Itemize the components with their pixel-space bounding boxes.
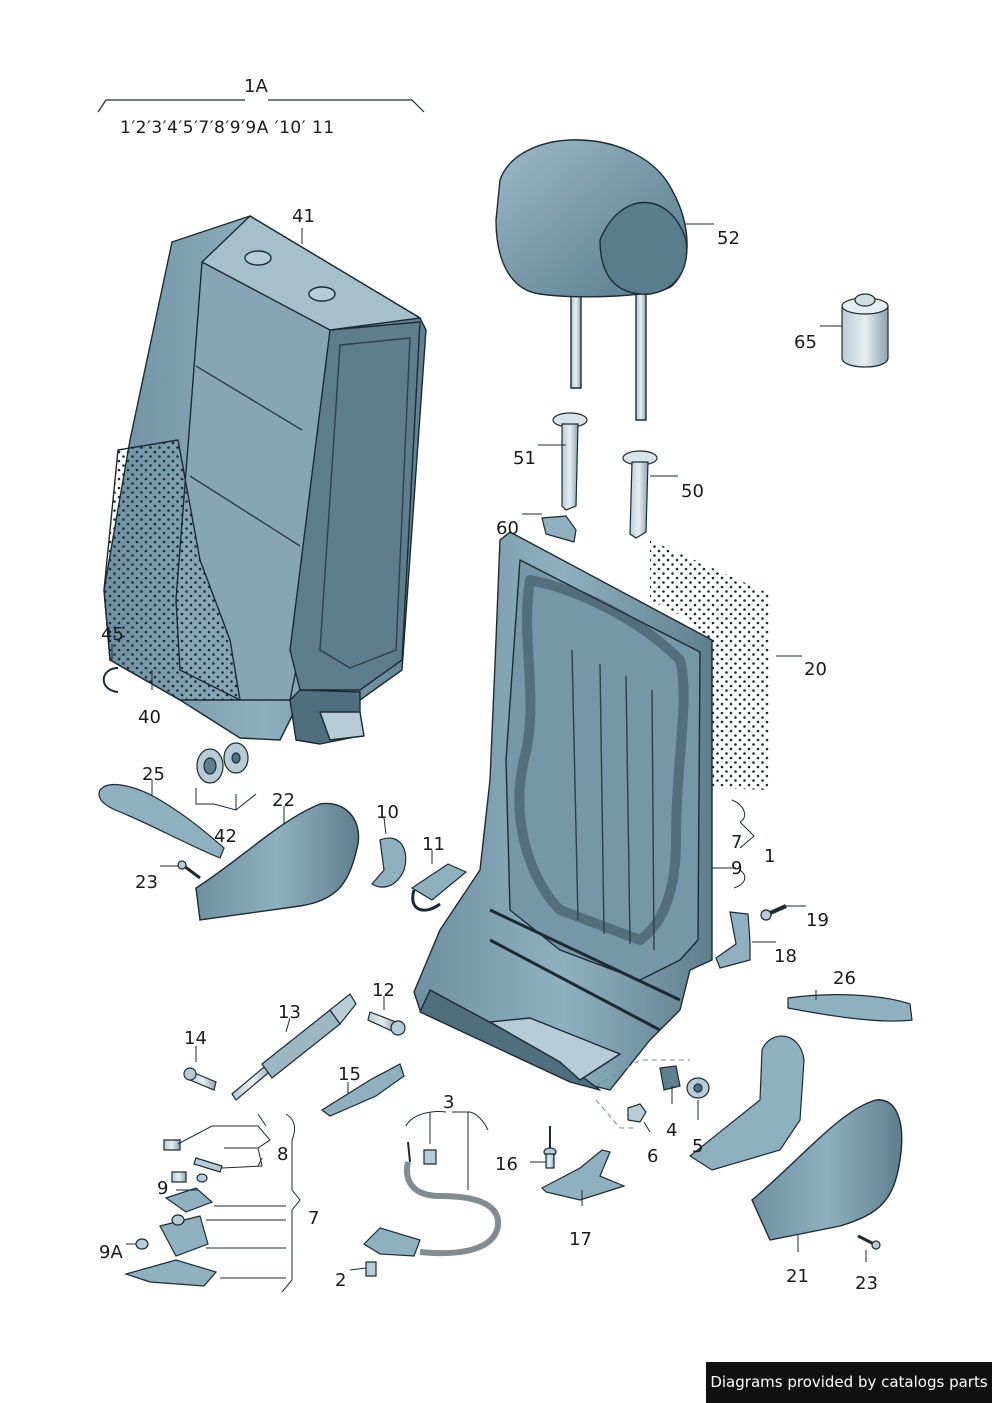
screw-23-left[interactable] (178, 861, 200, 878)
clip-4[interactable] (660, 1066, 680, 1090)
callout-21[interactable]: 21 (786, 1266, 809, 1287)
callout-25[interactable]: 25 (142, 764, 165, 785)
callout-50[interactable]: 50 (681, 481, 704, 502)
callout-60[interactable]: 60 (496, 518, 519, 539)
callout-6[interactable]: 6 (647, 1146, 659, 1167)
bracket-18[interactable] (715, 911, 751, 969)
callout-9-upper[interactable]: 9 (731, 858, 743, 879)
callout-22[interactable]: 22 (272, 790, 295, 811)
group-sequence: 1′2′3′4′5′7′8′9′9A ′10′ 11 (120, 118, 335, 138)
rivet-16[interactable] (544, 1126, 556, 1168)
washer-5[interactable] (687, 1078, 709, 1098)
callout-19[interactable]: 19 (806, 910, 829, 931)
plate-15[interactable] (320, 1063, 405, 1117)
bracket-17[interactable] (540, 1149, 626, 1201)
callout-15[interactable]: 15 (338, 1064, 361, 1085)
cap-10[interactable] (371, 837, 407, 888)
footer-credit: Diagrams provided by catalogs parts (706, 1362, 992, 1403)
callout-5[interactable]: 5 (692, 1136, 704, 1157)
cylinder-65[interactable] (842, 294, 888, 367)
side-bracket[interactable] (688, 1035, 805, 1171)
callout-9-lower[interactable]: 9 (157, 1178, 169, 1199)
callout-12[interactable]: 12 (372, 980, 395, 1001)
callout-23-right[interactable]: 23 (855, 1273, 878, 1294)
clip-45[interactable] (102, 667, 119, 693)
handle-11[interactable] (412, 864, 466, 910)
callout-20[interactable]: 20 (804, 659, 827, 680)
callout-14[interactable]: 14 (184, 1028, 207, 1049)
panel-20[interactable] (650, 540, 770, 790)
mechanism-parts[interactable] (126, 1140, 222, 1286)
screw-19[interactable] (761, 906, 786, 920)
strap-25[interactable] (98, 783, 225, 859)
gas-spring-13[interactable] (232, 994, 356, 1100)
callout-4[interactable]: 4 (666, 1120, 678, 1141)
group-bracket-1a (97, 99, 425, 113)
callout-8[interactable]: 8 (277, 1144, 289, 1165)
callout-7-lower[interactable]: 7 (308, 1208, 320, 1229)
headrest-guide-51[interactable] (553, 413, 587, 510)
headrest-guide-50[interactable] (623, 451, 657, 538)
side-cover-22[interactable] (195, 802, 360, 921)
seat-back-cushion[interactable] (104, 216, 426, 744)
callout-26[interactable]: 26 (833, 968, 856, 989)
side-cover-21[interactable] (751, 1099, 903, 1241)
callout-16[interactable]: 16 (495, 1154, 518, 1175)
bolt-12[interactable] (368, 1012, 405, 1035)
bolt-14[interactable] (184, 1068, 216, 1090)
cable-3[interactable] (407, 1142, 498, 1253)
callout-42[interactable]: 42 (214, 826, 237, 847)
knob-42[interactable] (197, 743, 248, 783)
connector-2[interactable] (364, 1228, 420, 1276)
callout-45[interactable]: 45 (101, 624, 124, 645)
seat-frame[interactable] (414, 532, 712, 1090)
callout-3[interactable]: 3 (443, 1092, 455, 1113)
nut-6[interactable] (628, 1104, 646, 1122)
screw-23-right[interactable] (858, 1236, 880, 1249)
callout-52[interactable]: 52 (717, 228, 740, 249)
callout-17[interactable]: 17 (569, 1229, 592, 1250)
callout-41[interactable]: 41 (292, 206, 315, 227)
clip-60[interactable] (541, 515, 577, 543)
callout-18[interactable]: 18 (774, 946, 797, 967)
callout-40[interactable]: 40 (138, 707, 161, 728)
callout-13[interactable]: 13 (278, 1002, 301, 1023)
callout-11[interactable]: 11 (422, 834, 445, 855)
callout-51[interactable]: 51 (513, 448, 536, 469)
reference-dashes (595, 1059, 690, 1129)
callout-7-upper[interactable]: 7 (731, 832, 743, 853)
callout-23-left[interactable]: 23 (135, 872, 158, 893)
callout-65[interactable]: 65 (794, 332, 817, 353)
group-label-1a: 1A (244, 76, 268, 97)
callout-1[interactable]: 1 (764, 846, 776, 867)
leader-lines (111, 223, 867, 1293)
callout-2[interactable]: 2 (335, 1270, 347, 1291)
headrest[interactable] (496, 140, 687, 420)
strap-26[interactable] (787, 994, 913, 1022)
callout-10[interactable]: 10 (376, 802, 399, 823)
callout-9a[interactable]: 9A (99, 1242, 123, 1263)
